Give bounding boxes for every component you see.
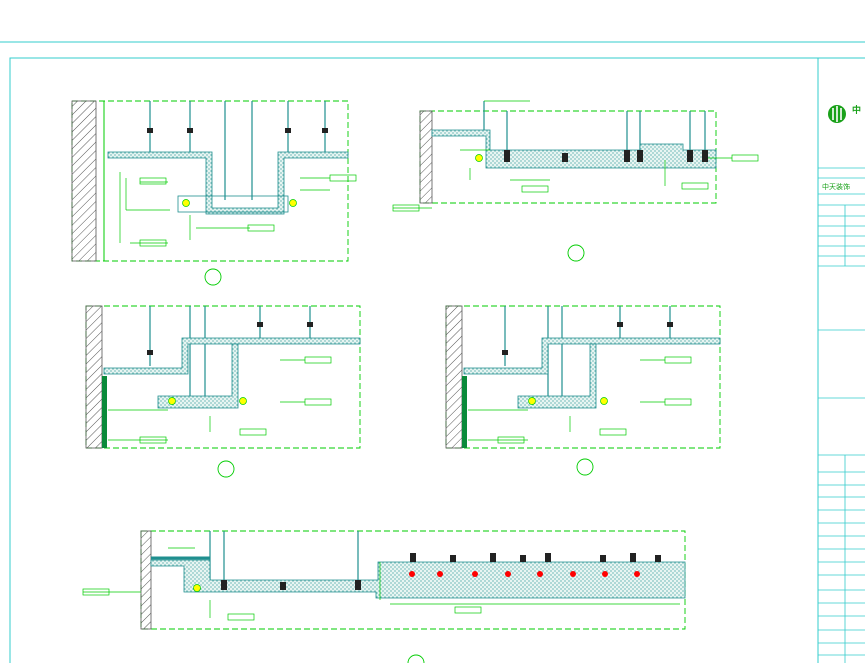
detail-5 <box>82 530 686 663</box>
detail-2 <box>392 100 759 262</box>
company-logo-icon <box>828 105 846 123</box>
detail-1 <box>71 100 357 286</box>
detail-3 <box>85 305 361 478</box>
title-block: 中 <box>818 104 865 663</box>
company-label: 中 <box>852 104 861 116</box>
project-label: 中天装饰 <box>822 182 850 191</box>
detail-4 <box>445 305 721 476</box>
